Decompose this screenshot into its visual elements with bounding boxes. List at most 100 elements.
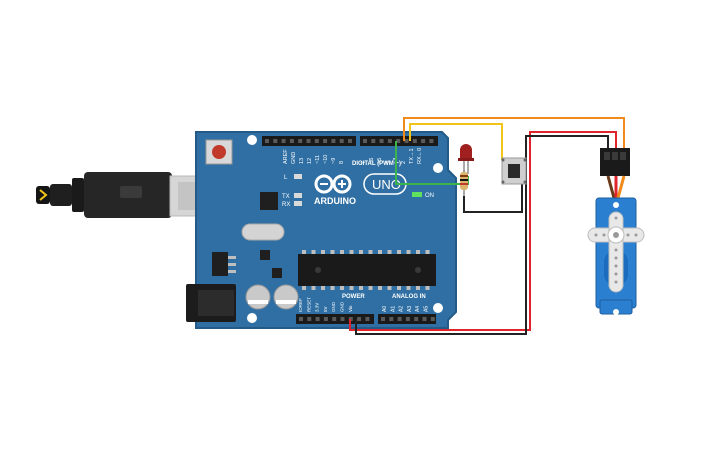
digital-pin-socket[interactable] xyxy=(379,139,384,143)
red-led[interactable] xyxy=(458,144,474,176)
chip-pin xyxy=(330,286,335,290)
digital-pin-label: ~5 xyxy=(377,158,383,164)
digital-pin-label: ~6 xyxy=(369,158,375,164)
voltage-regulator xyxy=(212,252,236,276)
brand-label: ARDUINO xyxy=(314,196,356,206)
power-pin-socket[interactable] xyxy=(332,317,337,321)
analog-pin-label: A0 xyxy=(382,306,388,312)
digital-pin-socket[interactable] xyxy=(387,139,392,143)
chip-pin xyxy=(359,286,363,290)
servo-horn xyxy=(587,211,645,293)
wire-yellow-button-input[interactable] xyxy=(409,123,503,160)
chip-pin xyxy=(425,286,430,290)
digital-pin-label: 8 xyxy=(339,161,345,164)
analog-in-label: ANALOG IN xyxy=(392,294,426,300)
digital-pin-socket[interactable] xyxy=(348,139,352,143)
digital-pin-socket[interactable] xyxy=(421,139,426,143)
chip-pin xyxy=(406,250,411,254)
digital-pin-label: 7 xyxy=(361,161,367,164)
led-rx-indicator xyxy=(294,201,302,206)
pushbutton[interactable] xyxy=(501,157,527,185)
digital-pin-socket[interactable] xyxy=(371,139,376,143)
digital-pin-label: TX→1 xyxy=(409,148,415,164)
power-pin-socket[interactable] xyxy=(323,317,328,321)
dc-power-jack[interactable] xyxy=(186,284,236,322)
small-chip xyxy=(260,250,270,260)
chip-pin xyxy=(349,250,354,254)
wire-red-5v[interactable] xyxy=(349,131,617,331)
analog-pin-socket[interactable] xyxy=(389,317,394,321)
analog-pin-socket[interactable] xyxy=(430,317,435,321)
analog-pin-label: A4 xyxy=(415,306,421,312)
digital-pin-socket[interactable] xyxy=(298,139,303,143)
mounting-hole xyxy=(247,135,257,145)
resistor[interactable] xyxy=(460,170,468,196)
chip-pin xyxy=(378,250,382,254)
capacitor xyxy=(245,284,271,310)
wire-orange-servo-signal[interactable] xyxy=(403,117,625,150)
chip-pin xyxy=(330,250,335,254)
digital-pin-socket[interactable] xyxy=(323,139,328,143)
digital-pin-socket[interactable] xyxy=(412,139,417,143)
horn-hole xyxy=(634,233,638,237)
digital-pin-socket[interactable] xyxy=(363,139,367,143)
power-pin-socket[interactable] xyxy=(299,317,303,321)
digital-pin-socket[interactable] xyxy=(331,139,336,143)
digital-pin-socket[interactable] xyxy=(314,139,319,143)
power-pin-label: 3.3V xyxy=(315,303,320,312)
power-pin-socket[interactable] xyxy=(357,317,362,321)
horn-hole xyxy=(594,233,598,237)
wire-black-gnd-button[interactable] xyxy=(463,180,523,213)
digital-pin-socket[interactable] xyxy=(306,139,311,143)
arduino-logo xyxy=(314,174,352,194)
analog-pin-label: A5 xyxy=(424,306,430,312)
small-chip xyxy=(272,268,282,278)
chip-pin xyxy=(311,250,316,254)
power-pin-socket[interactable] xyxy=(340,317,345,321)
digital-pin-socket[interactable] xyxy=(404,139,409,143)
reset-button[interactable] xyxy=(205,139,233,165)
analog-pin-socket[interactable] xyxy=(422,317,427,321)
digital-pin-socket[interactable] xyxy=(396,139,401,143)
analog-pin-label: A2 xyxy=(399,306,405,312)
chip-pin xyxy=(340,250,344,254)
digital-pin-socket[interactable] xyxy=(429,139,434,143)
analog-pin-socket[interactable] xyxy=(397,317,402,321)
wire-black-gnd[interactable] xyxy=(355,135,609,335)
power-pin-label: IOREF xyxy=(298,298,303,312)
digital-pin-label: ~10 xyxy=(323,155,329,164)
on-led xyxy=(412,192,422,197)
mounting-hole xyxy=(247,313,257,323)
analog-pin-socket[interactable] xyxy=(414,317,419,321)
digital-pin-label: RX←0 xyxy=(417,148,423,164)
digital-pin-socket[interactable] xyxy=(289,139,294,143)
horn-hole xyxy=(614,256,618,260)
power-label: POWER xyxy=(342,294,365,300)
power-pin-socket[interactable] xyxy=(315,317,320,321)
chip-pin xyxy=(349,286,354,290)
analog-pin-socket[interactable] xyxy=(405,317,410,321)
power-pin-socket[interactable] xyxy=(307,317,312,321)
chip-pin xyxy=(416,286,420,290)
digital-header-label: DIGITAL (PWM ~) xyxy=(352,161,401,167)
power-pin-label: GND xyxy=(340,301,345,312)
digital-pin-socket[interactable] xyxy=(281,139,286,143)
chip-pin xyxy=(378,286,382,290)
led-l-indicator xyxy=(294,174,302,179)
power-pin-label: Vin xyxy=(348,305,353,312)
digital-pin-socket[interactable] xyxy=(265,139,269,143)
atmega-microcontroller xyxy=(298,254,436,286)
digital-pin-label: GND xyxy=(291,152,297,164)
horn-hole xyxy=(626,233,630,237)
led-rx-label: RX xyxy=(282,202,290,208)
power-pin-socket[interactable] xyxy=(365,317,370,321)
digital-pin-socket[interactable] xyxy=(273,139,278,143)
servo-motor[interactable] xyxy=(587,148,645,315)
chip-pin xyxy=(302,250,306,254)
analog-pin-socket[interactable] xyxy=(381,317,385,321)
chip-pin xyxy=(387,286,392,290)
capacitor xyxy=(273,284,299,310)
digital-pin-socket[interactable] xyxy=(339,139,344,143)
